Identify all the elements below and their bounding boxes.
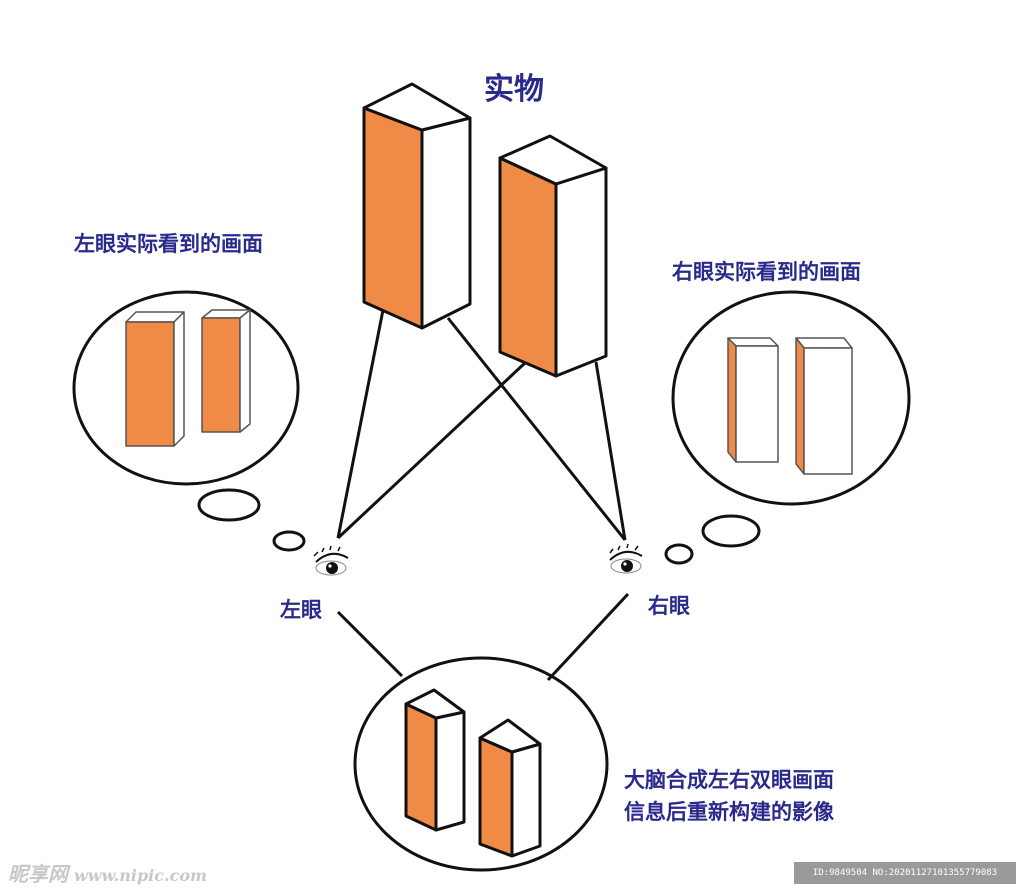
left-view-label: 左眼实际看到的画面 <box>74 232 263 256</box>
left-view-bubble <box>72 290 300 486</box>
sight-line <box>336 360 528 540</box>
thought-bubble-dot <box>272 530 306 552</box>
thought-bubble-dot <box>664 543 694 565</box>
left-eye-label: 左眼 <box>280 598 322 622</box>
real-object-right-box <box>498 134 608 378</box>
watermark-id: ID:9849504 NO:20201127101355779083 <box>794 862 1016 884</box>
watermark-logo: 昵享网 www.nipic.com <box>8 858 207 887</box>
real-object-left-box <box>362 82 472 330</box>
eye-to-brain-line <box>546 592 630 682</box>
right-view-bubble <box>671 290 911 506</box>
right-view-label: 右眼实际看到的画面 <box>672 260 861 284</box>
sight-line <box>594 361 627 541</box>
diagram-title: 实物 <box>484 72 544 107</box>
sight-line <box>336 309 385 539</box>
thought-bubble-dot <box>701 514 761 548</box>
watermark-logo-text: 昵享网 <box>8 862 68 886</box>
brain-caption-line: 信息后重新构建的影像 <box>624 800 834 824</box>
right-view-boxes <box>727 337 853 475</box>
eye-icon <box>313 545 349 576</box>
thought-bubble-dot <box>197 488 261 522</box>
brain-image-bubble <box>353 656 609 872</box>
brain-caption-line: 大脑合成左右双眼画面 <box>624 768 834 792</box>
watermark-url: www.nipic.com <box>74 866 207 885</box>
right-eye-label: 右眼 <box>648 594 690 618</box>
sight-line <box>446 317 627 541</box>
eye-icon <box>609 543 643 574</box>
brain-view-boxes <box>404 688 542 858</box>
left-view-boxes <box>125 309 251 447</box>
eye-to-brain-line <box>336 610 404 678</box>
